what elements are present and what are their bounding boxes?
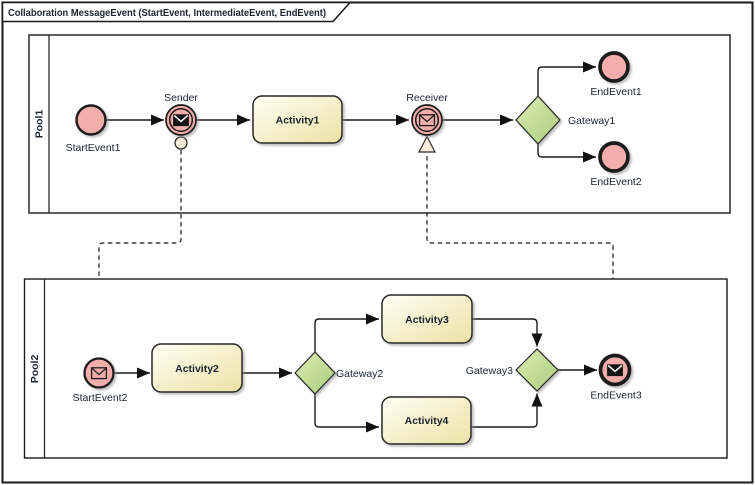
sequence-flow-gateway1-endevent2[interactable] — [537, 144, 596, 163]
end-event3-message-event[interactable]: EndEvent3 — [590, 353, 642, 402]
activity1-shape[interactable] — [252, 95, 343, 144]
start-event1-circle[interactable] — [75, 104, 107, 136]
message-envelope-filled-icon — [173, 114, 189, 127]
gateway3-diamond[interactable] — [515, 348, 559, 392]
end-event1[interactable]: EndEvent1 — [590, 51, 642, 98]
activity2[interactable]: Activity2 — [151, 343, 243, 393]
diagram-title-tab — [1, 1, 352, 23]
receiver-label: Receiver — [406, 92, 448, 104]
message-flow-line[interactable] — [426, 153, 614, 338]
start-event2-label: StartEvent2 — [73, 392, 128, 404]
end-event1-label: EndEvent1 — [590, 86, 642, 98]
activity1[interactable]: Activity1 — [252, 95, 343, 144]
activity3-label: Activity3 — [405, 314, 449, 326]
sequence-flow-gateway2-activity3[interactable] — [314, 313, 379, 352]
sequence-flow-gateway2-activity4[interactable] — [314, 394, 379, 433]
gateway1-diamond[interactable] — [515, 95, 561, 145]
gateway1-label: Gateway1 — [568, 115, 615, 127]
gateway2[interactable]: Gateway2 — [294, 351, 383, 395]
message-flow-source-dot — [174, 136, 188, 150]
activity2-shape[interactable] — [151, 343, 243, 393]
message-envelope-outline-icon — [418, 114, 436, 127]
start-event1-label: StartEvent1 — [66, 142, 121, 154]
pool2-label: Pool2 — [29, 355, 41, 384]
gateway2-diamond[interactable] — [294, 351, 336, 395]
activity4[interactable]: Activity4 — [381, 396, 472, 445]
receiver-message-catch-event[interactable]: Receiver — [406, 92, 448, 136]
activity4-label: Activity4 — [405, 415, 449, 427]
sender-label: Sender — [164, 92, 198, 104]
sequence-flow-gateway1-endevent1[interactable] — [537, 61, 596, 96]
diagram-title: Collaboration MessageEvent (StartEvent, … — [8, 7, 326, 19]
activity4-shape[interactable] — [381, 396, 472, 445]
message-envelope-filled-icon — [607, 364, 623, 377]
end-event2-label: EndEvent2 — [590, 176, 642, 188]
activity1-label: Activity1 — [276, 115, 320, 127]
activity2-label: Activity2 — [175, 363, 219, 375]
activity3[interactable]: Activity3 — [381, 294, 473, 344]
gateway2-label: Gateway2 — [336, 368, 383, 380]
end-event2-circle[interactable] — [598, 141, 630, 173]
start-event2-message-event[interactable]: StartEvent2 — [73, 357, 128, 405]
sender-message-throw-event[interactable]: Sender — [164, 92, 198, 136]
gateway3-label: Gateway3 — [466, 365, 513, 377]
start-event1[interactable]: StartEvent1 — [66, 104, 121, 155]
message-envelope-outline-icon — [90, 367, 108, 380]
message-flow-open-arrowhead — [418, 135, 436, 153]
sequence-flow-activity4-gateway3[interactable] — [471, 393, 543, 428]
pool1-label: Pool1 — [34, 110, 46, 139]
gateway1[interactable]: Gateway1 — [515, 95, 615, 145]
activity3-shape[interactable] — [381, 294, 473, 344]
end-event3-label: EndEvent3 — [590, 390, 642, 402]
message-flow-line[interactable] — [98, 150, 182, 341]
end-event2[interactable]: EndEvent2 — [590, 141, 642, 188]
gateway3[interactable]: Gateway3 — [466, 348, 559, 392]
end-event1-circle[interactable] — [598, 51, 630, 83]
sequence-flow-activity3-gateway3[interactable] — [472, 318, 543, 347]
